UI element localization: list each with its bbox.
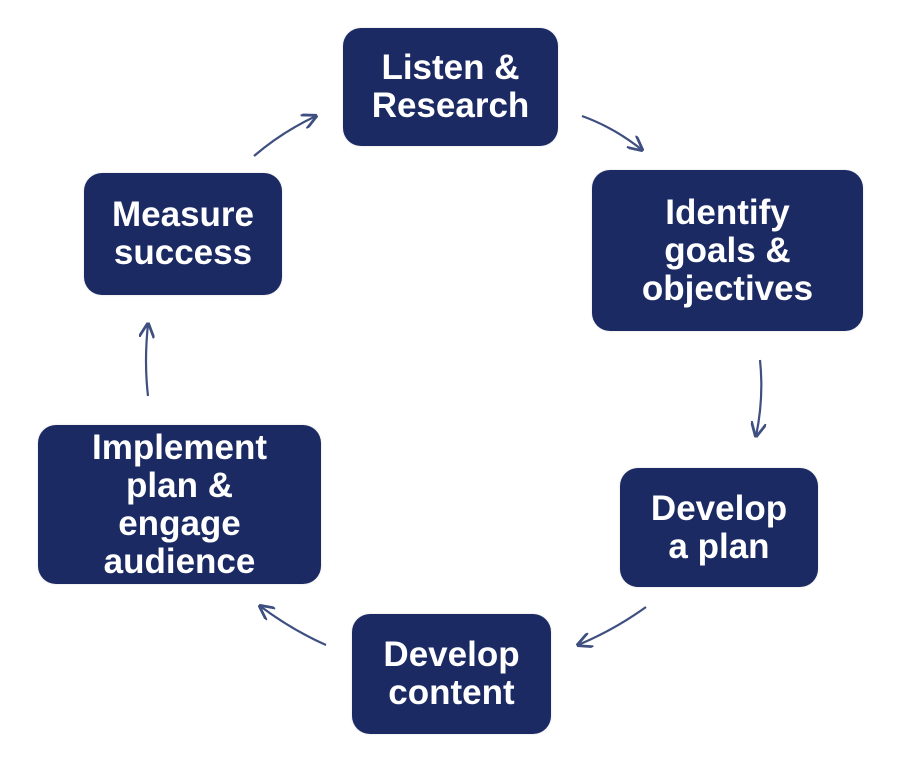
step-measure-success: Measure success <box>84 173 282 295</box>
arrow-listen-to-identify <box>581 114 642 150</box>
arrow-measure-to-listen <box>253 116 316 157</box>
arrow-content-to-implement <box>260 606 327 647</box>
step-listen-research: Listen & Research <box>343 28 558 146</box>
step-develop-content: Develop content <box>352 614 551 734</box>
step-develop-a-plan: Develop a plan <box>620 468 818 587</box>
step-implement-plan-engage-audience: Implement plan & engage audience <box>38 425 321 584</box>
arrow-implement-to-measure <box>146 324 148 397</box>
arrow-identify-to-plan <box>756 359 761 436</box>
step-identify-goals-objectives: Identify goals & objectives <box>592 170 863 331</box>
arrow-plan-to-content <box>578 606 647 645</box>
